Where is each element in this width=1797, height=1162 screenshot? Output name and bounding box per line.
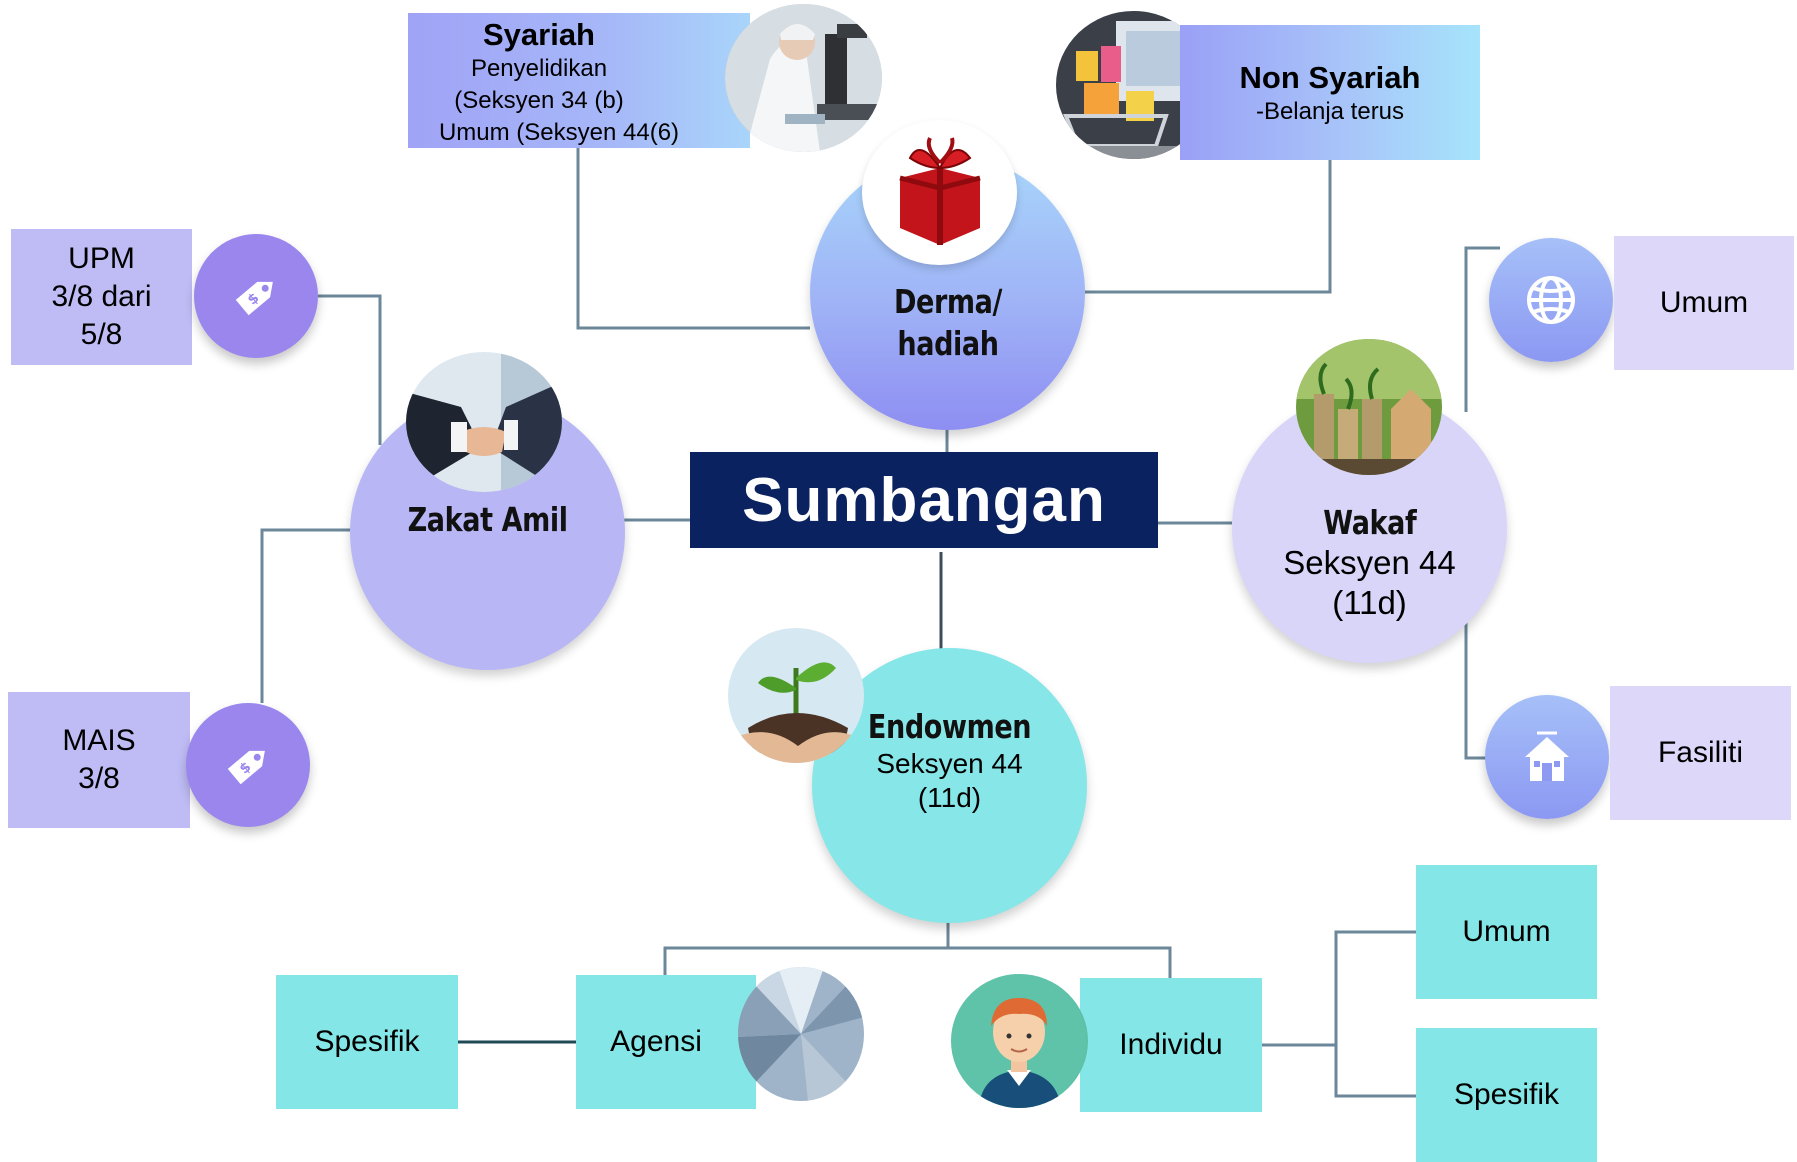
endowmen-title: Endowmen <box>867 706 1032 746</box>
sumbangan-title-box: Sumbangan <box>690 452 1158 548</box>
syariah-line-2: (Seksyen 34 (b) <box>454 87 624 114</box>
line-wakaf-fasiliti <box>1464 620 1486 760</box>
derma-hadiah-title: Derma/ hadiah <box>893 281 1002 363</box>
endowmen-line-1: Seksyen 44 <box>876 747 1023 779</box>
endowmen-line-2: (11d) <box>917 781 982 813</box>
individu-label: Individu <box>1119 1028 1223 1061</box>
upm-line-1: UPM <box>68 242 135 275</box>
line-endowmen-individu <box>948 946 1172 978</box>
line-upm-zakat <box>318 294 382 445</box>
house-icon <box>1485 695 1609 819</box>
globe-icon <box>1489 238 1613 362</box>
line-wakaf-umum <box>1464 246 1500 412</box>
individu-spesifik-label: Spesifik <box>1453 1078 1560 1111</box>
plant-hands-photo <box>728 628 864 763</box>
line-mais-zakat <box>260 528 350 703</box>
mais-line-2: 3/8 <box>78 762 120 795</box>
person-avatar <box>951 974 1088 1108</box>
individu-box: Individu <box>1080 978 1262 1112</box>
non-syariah-box: Non Syariah -Belanja terus <box>1180 25 1480 160</box>
wakaf-title: Wakaf <box>1322 503 1417 542</box>
mais-box: MAIS 3/8 <box>8 692 190 828</box>
syariah-box: Syariah Penyelidikan (Seksyen 34 (b) Umu… <box>408 13 750 148</box>
shopping-photo <box>1056 11 1211 159</box>
wakaf-fasiliti-label: Fasiliti <box>1657 736 1743 769</box>
sumbangan-title: Sumbangan <box>742 465 1106 535</box>
zakat-amil-title: Zakat Amil <box>407 500 568 539</box>
buildings-photo <box>738 967 864 1101</box>
tag-icon: $ <box>186 703 310 827</box>
wakaf-umum-label: Umum <box>1659 286 1749 319</box>
individu-umum-box: Umum <box>1416 865 1597 999</box>
agensi-spesifik-label: Spesifik <box>314 1025 420 1058</box>
wakaf-fasiliti-box: Fasiliti <box>1610 686 1791 820</box>
individu-spesifik-box: Spesifik <box>1416 1028 1597 1162</box>
syariah-line-1: Penyelidikan <box>470 55 608 82</box>
agensi-box: Agensi <box>576 975 756 1109</box>
coins-plant-photo <box>1296 339 1442 475</box>
mais-line-1: MAIS <box>62 724 136 757</box>
tag-icon: $ <box>194 234 318 358</box>
upm-box: UPM 3/8 dari 5/8 <box>11 229 192 365</box>
wakaf-line-2: (11d) <box>1332 584 1407 621</box>
laboratory-photo <box>725 4 882 152</box>
individu-umum-label: Umum <box>1462 915 1551 948</box>
line-nonsyariah-derma <box>1085 160 1332 294</box>
handshake-photo <box>406 352 562 492</box>
syariah-line-3: Umum (Seksyen 44(6) <box>438 119 680 146</box>
line-individu-umum-spesifik <box>1334 930 1416 1098</box>
line-syariah-derma <box>576 148 810 330</box>
non-syariah-subtitle: -Belanja terus <box>1255 97 1405 125</box>
wakaf-umum-box: Umum <box>1614 236 1794 370</box>
wakaf-line-1: Seksyen 44 <box>1283 544 1456 581</box>
upm-line-3: 5/8 <box>80 318 123 351</box>
agensi-label: Agensi <box>610 1025 702 1058</box>
syariah-title: Syariah <box>482 17 595 52</box>
line-endowmen-agensi <box>663 920 950 975</box>
non-syariah-title: Non Syariah <box>1239 59 1421 95</box>
gift-icon <box>862 120 1017 265</box>
upm-line-2: 3/8 dari <box>51 280 152 313</box>
agensi-spesifik-box: Spesifik <box>276 975 458 1109</box>
